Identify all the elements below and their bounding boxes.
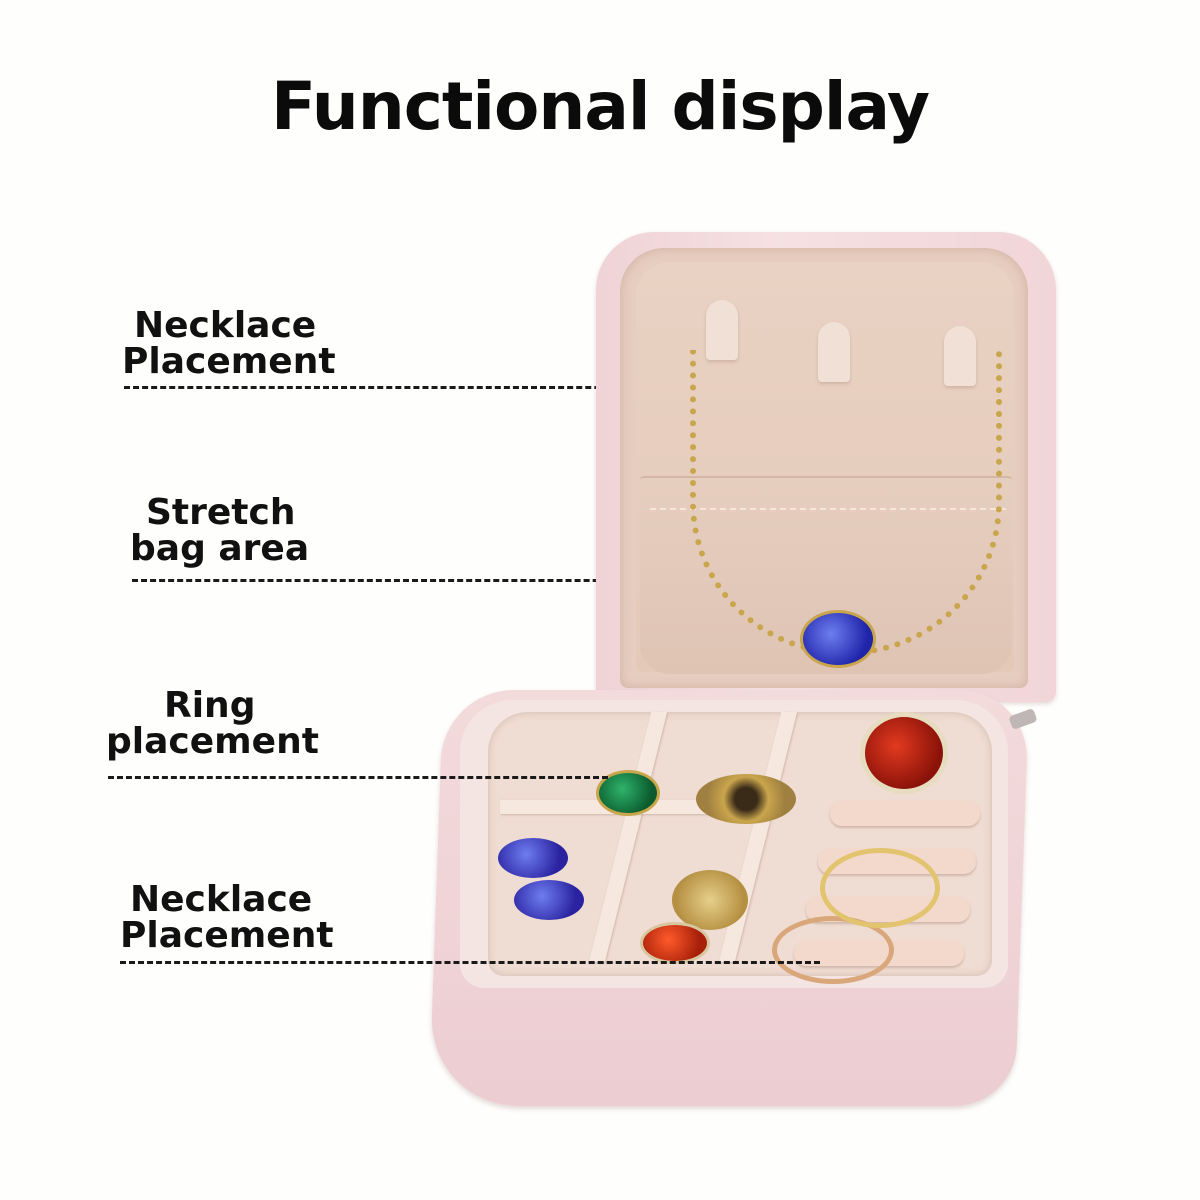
ring-roll-1: [830, 800, 980, 826]
leader-line-stretch-bag: [132, 579, 698, 582]
leader-line-ring-placement: [108, 776, 608, 779]
callout-necklace-placement-top: Necklace Placement: [122, 308, 336, 380]
leader-line-necklace-top: [124, 386, 944, 389]
red-heart-ring: [860, 712, 948, 794]
callout-line1: Ring: [164, 685, 256, 726]
blue-gem-pendant: [800, 610, 876, 668]
gold-stacked-ring: [820, 848, 940, 928]
blue-earring-1: [498, 838, 568, 878]
callout-stretch-bag-area: Stretch bag area: [130, 495, 309, 567]
leader-line-necklace-bottom: [120, 961, 820, 964]
callout-line1: Necklace: [134, 305, 317, 346]
page-title: Functional display: [270, 68, 930, 145]
callout-line2: placement: [106, 721, 319, 762]
callout-line1: Necklace: [130, 879, 313, 920]
rose-gold-ring: [772, 916, 894, 984]
zipper-pull: [1008, 707, 1038, 731]
red-gem-ring: [640, 922, 710, 964]
gold-chain-pile: [696, 774, 796, 824]
blue-earring-2: [514, 880, 584, 920]
callout-necklace-placement-bottom: Necklace Placement: [120, 882, 334, 954]
callout-line1: Stretch: [146, 492, 296, 533]
callout-line2: Placement: [120, 915, 334, 956]
callout-ring-placement: Ring placement: [106, 688, 319, 760]
callout-line2: bag area: [130, 528, 310, 569]
callout-line2: Placement: [122, 341, 336, 382]
gold-brooch: [672, 870, 748, 930]
